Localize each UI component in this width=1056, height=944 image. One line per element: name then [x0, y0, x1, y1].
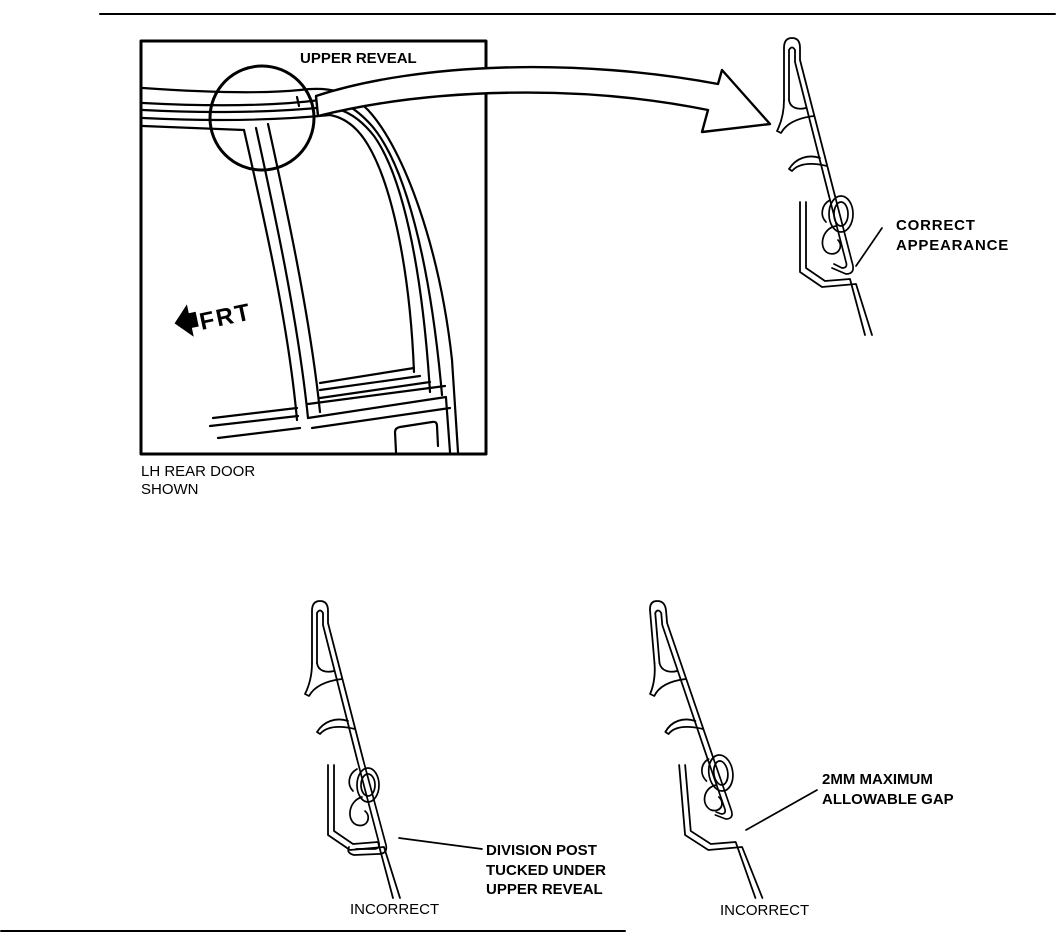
- roof-rail-line: [141, 113, 332, 122]
- correct-appearance-section: [776, 37, 873, 336]
- belt-line: [306, 384, 447, 406]
- molding-profile: [641, 600, 764, 899]
- tucked-label-line-1: DIVISION POST: [486, 842, 597, 859]
- inset-caption-line-1: LH REAR DOOR: [141, 463, 255, 480]
- gap-caption: INCORRECT: [720, 902, 809, 919]
- reveal-skin-inner: [355, 758, 380, 850]
- rear-door-edge: [444, 396, 452, 454]
- rear-glass-edge: [328, 113, 416, 374]
- incorrect-gap-section: [641, 600, 764, 899]
- roof-rail-line: [141, 124, 246, 132]
- upper-reveal-callout: UPPER REVEAL: [300, 50, 417, 67]
- clip-engaged: [821, 195, 854, 275]
- correct-label-line-2: APPEARANCE: [896, 237, 1009, 254]
- tucked-label-line-2: TUCKED UNDER: [486, 862, 606, 879]
- roof-rail-line: [141, 86, 302, 94]
- reveal-skin-outer: [831, 195, 854, 275]
- door-illustration: [141, 86, 460, 454]
- roof-rail-line: [141, 98, 322, 107]
- clip-loop-outer: [828, 195, 854, 233]
- correct-leader-line: [855, 227, 883, 267]
- belt-line: [318, 366, 416, 385]
- gap-leader-line: [745, 789, 818, 831]
- rear-door-panel-line: [310, 406, 452, 430]
- clip-gapped: [701, 754, 734, 820]
- front-door-panel-line: [216, 426, 302, 440]
- belt-line: [318, 380, 432, 400]
- front-door-panel-line: [208, 414, 300, 428]
- door-handle: [393, 420, 440, 454]
- rear-frame-line: [318, 98, 444, 397]
- clip-tab: [348, 768, 358, 792]
- roof-rail-line: [141, 105, 328, 114]
- clip-loop-inner: [833, 201, 849, 227]
- front-arrow-icon: [174, 304, 199, 337]
- clip-tucked: [347, 758, 388, 856]
- molding-profile: [304, 600, 401, 899]
- reveal-skin-inner: [828, 195, 848, 269]
- clip-tab: [701, 758, 710, 782]
- clip-loop-outer: [356, 767, 380, 803]
- clip-tab: [821, 199, 831, 223]
- correct-label-line-1: CORRECT: [896, 217, 976, 234]
- front-direction-indicator: FRT: [174, 298, 254, 337]
- front-door-panel-line: [211, 406, 299, 420]
- clip-loop-outer: [707, 754, 734, 792]
- enlargement-arrow: [314, 65, 772, 134]
- reveal-skin-outer: [347, 758, 388, 856]
- reveal-joint-mark: [295, 95, 301, 108]
- rear-door-panel-line: [306, 395, 448, 420]
- molding-profile: [776, 37, 873, 336]
- clip-curl: [821, 225, 842, 255]
- incorrect-tucked-section: [304, 600, 401, 899]
- detail-magnifier-circle: [208, 64, 316, 172]
- clip-loop-inner: [712, 760, 729, 786]
- division-post-line: [266, 122, 322, 414]
- clip-curl: [703, 784, 723, 812]
- division-post-line: [254, 126, 310, 420]
- gap-label-line-2: ALLOWABLE GAP: [822, 791, 954, 808]
- inset-frame: [139, 39, 488, 456]
- belt-line: [318, 374, 422, 392]
- inset-caption-line-2: SHOWN: [141, 481, 199, 498]
- rear-frame-line: [324, 105, 432, 394]
- clip-curl: [349, 796, 370, 827]
- division-post-line: [242, 128, 299, 422]
- reveal-skin-inner: [706, 758, 727, 815]
- tucked-caption: INCORRECT: [350, 901, 439, 918]
- reveal-skin-outer: [712, 758, 733, 820]
- tucked-label-line-3: UPPER REVEAL: [486, 881, 603, 898]
- gap-label-line-1: 2MM MAXIMUM: [822, 771, 933, 788]
- tucked-leader-line: [398, 837, 483, 850]
- front-direction-label: FRT: [197, 298, 254, 335]
- clip-loop-inner: [360, 773, 376, 797]
- door-inset: UPPER REVEAL FRT: [139, 39, 488, 456]
